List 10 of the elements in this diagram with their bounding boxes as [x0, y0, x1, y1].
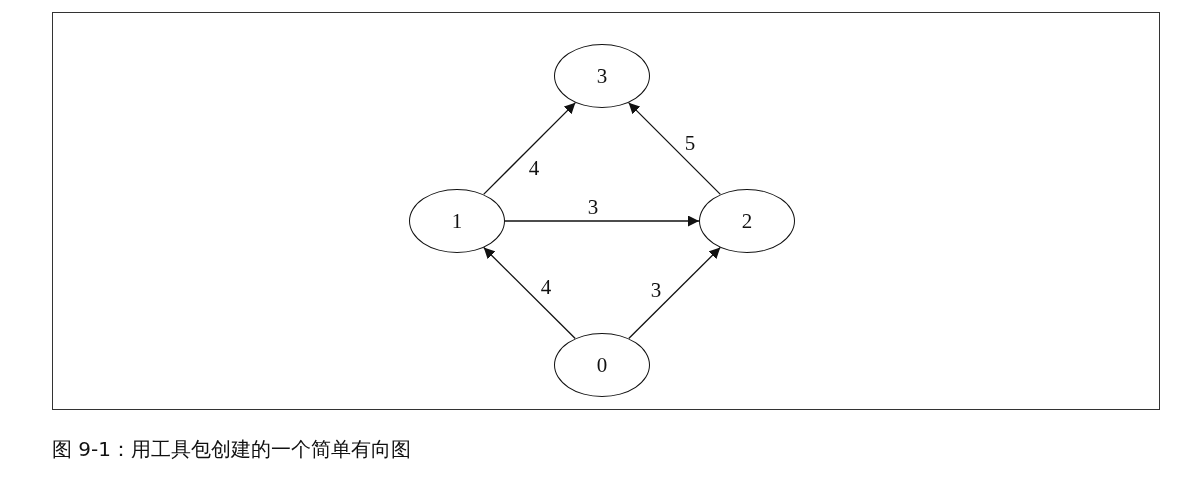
arrow	[483, 101, 576, 195]
arrow	[483, 246, 576, 340]
node-label: 3	[596, 63, 608, 89]
arrow	[504, 215, 700, 227]
arrow	[628, 246, 721, 340]
arrow	[628, 101, 721, 195]
node-label: 1	[451, 208, 463, 234]
figure-caption: 图 9-1：用工具包创建的一个简单有向图	[52, 436, 412, 463]
node-label: 0	[596, 352, 608, 378]
node-label: 2	[741, 208, 753, 234]
